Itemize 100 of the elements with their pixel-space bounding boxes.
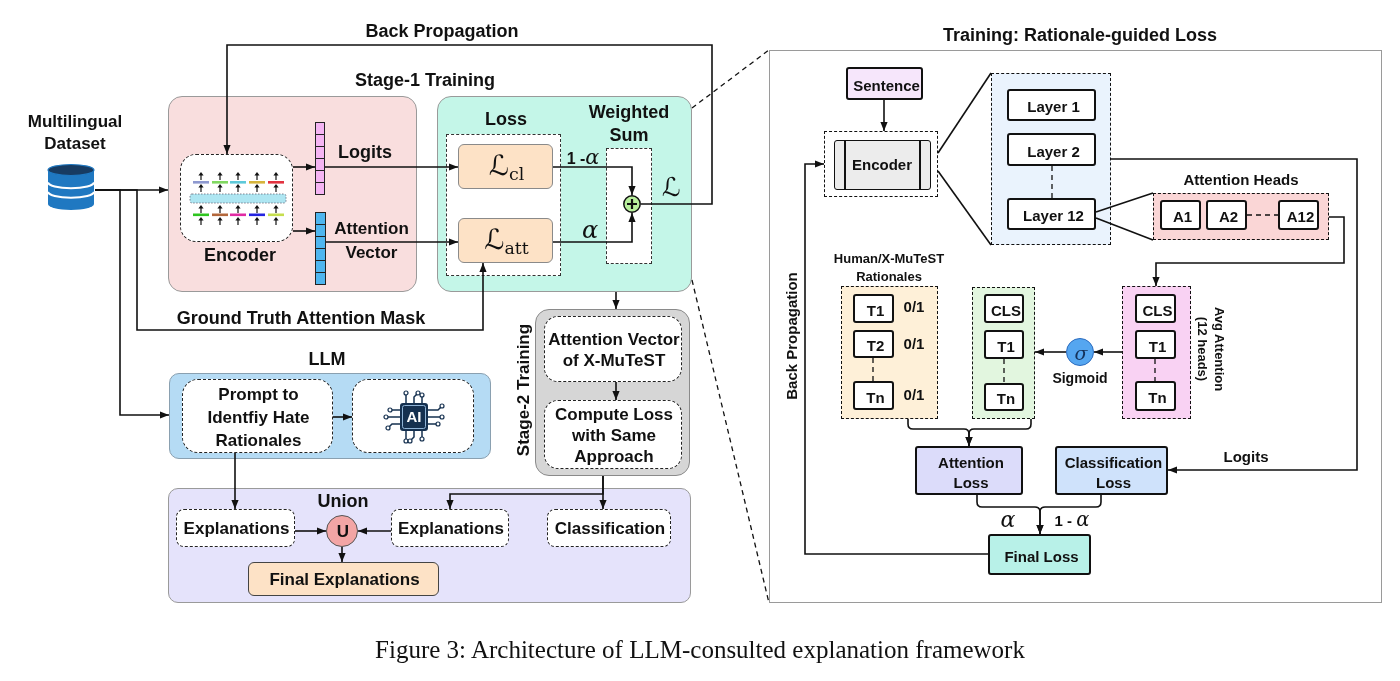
- panel-heading: Loss: [485, 109, 527, 130]
- box-label: T2: [866, 337, 885, 355]
- encoder-panel: [168, 96, 417, 292]
- box-label: Final Loss: [1004, 547, 1079, 565]
- loss-group: [446, 109, 561, 276]
- loss-symbol: ℒ$_{att}$: [484, 222, 529, 256]
- arrow: [325, 238, 459, 246]
- token-box: [1135, 330, 1176, 359]
- arrow: [1034, 348, 1067, 356]
- box-label: A12: [1286, 208, 1315, 226]
- panel-heading: Attention Heads: [1183, 171, 1299, 189]
- box-label: Sentence: [853, 76, 920, 94]
- weighted-sum-group: [606, 148, 652, 264]
- box-label: Layer 12: [1023, 207, 1084, 225]
- union-panel: [168, 488, 691, 603]
- head-box: [1206, 200, 1247, 230]
- arrow: [231, 452, 239, 510]
- llm-panel: [169, 349, 491, 459]
- arrow: [1036, 494, 1102, 535]
- dashed-line: [872, 357, 874, 382]
- box-label: Tn: [866, 388, 885, 406]
- encoder-block: [824, 131, 938, 197]
- loss-term-box: [458, 218, 553, 263]
- box-label: T1: [1148, 337, 1167, 355]
- dataset-label: Multilingual Dataset: [27, 112, 123, 153]
- box-label: Tn: [996, 390, 1016, 408]
- output-box: [176, 509, 295, 547]
- arrow: [324, 163, 459, 171]
- union-symbol: U: [336, 521, 350, 541]
- encoder-label: Encoder: [852, 156, 912, 174]
- panel-heading: Stage-2 Training: [513, 323, 533, 457]
- token-box: [853, 294, 894, 323]
- box-label: CLS: [1142, 301, 1173, 319]
- token-box: [984, 383, 1024, 411]
- arrow: [552, 212, 636, 243]
- edge-label: 1 - α: [1054, 507, 1090, 531]
- layer-box: [1007, 133, 1096, 166]
- database-icon: [47, 164, 95, 210]
- binary-label: 0/1: [903, 335, 925, 353]
- token-box: [1135, 294, 1176, 323]
- binary-label: 0/1: [903, 386, 925, 404]
- arrow: [294, 527, 327, 535]
- layer-box: [1007, 198, 1096, 230]
- vector-label: Attention Vector: [334, 219, 409, 262]
- loss-box: [1055, 446, 1168, 495]
- panel-heading: Weighted Sum: [588, 102, 670, 145]
- token-box: [1135, 381, 1176, 411]
- dashed-line: [1051, 165, 1053, 199]
- process-box: [544, 316, 682, 382]
- token-box: [984, 330, 1024, 359]
- loss-symbol: ℒ$_{cl}$: [488, 148, 525, 182]
- figure-caption: Figure 3: Architecture of LLM-consulted explanation framework: [375, 636, 1025, 664]
- panel-heading: Avg Attention (12 heads): [1195, 306, 1227, 392]
- arrow: [94, 189, 170, 419]
- box-label: Explanations: [183, 518, 290, 538]
- box-label: Compute Loss with Same Approach: [554, 405, 674, 466]
- box-label: Layer 1: [1027, 98, 1080, 116]
- arrow: [223, 44, 713, 205]
- loss-panel: [437, 96, 692, 292]
- connector-line: [937, 170, 992, 246]
- sigmoid-label: Sigmoid: [1052, 370, 1108, 387]
- loss-term-box: [458, 144, 553, 189]
- edge-label: α: [1000, 506, 1016, 532]
- head-box: [1278, 200, 1319, 230]
- arrow: [599, 475, 607, 510]
- arrow: [338, 546, 346, 563]
- arrow: [552, 166, 636, 196]
- vector-label: Logits: [338, 142, 392, 163]
- box-label: Attention Loss: [938, 453, 1004, 491]
- box-label: A1: [1172, 208, 1193, 226]
- sum-circle: [623, 195, 641, 213]
- panel-heading: Union: [317, 491, 369, 512]
- panel-heading: Human/X-MuTeST Rationales: [833, 251, 945, 284]
- box-label: Prompt to Identfiy Hate Rationales: [207, 384, 310, 450]
- box-label: Classification: [554, 518, 666, 538]
- dashed-line: [691, 49, 770, 109]
- box-label: Layer 2: [1027, 142, 1080, 160]
- connector-line: [1095, 192, 1154, 213]
- output-box: [391, 509, 509, 547]
- arrow: [1110, 158, 1358, 474]
- arrow: [292, 227, 316, 235]
- output-box: [547, 509, 671, 547]
- arrow: [357, 527, 392, 535]
- dashed-line: [1246, 214, 1279, 216]
- edge-label: Logits: [1223, 447, 1269, 465]
- arrow: [332, 413, 353, 421]
- box-label: A2: [1218, 208, 1239, 226]
- panel-heading: LLM: [308, 349, 346, 370]
- binary-label: 0/1: [903, 298, 925, 316]
- box-label: Final Explanations: [269, 569, 420, 589]
- arrow: [880, 99, 888, 132]
- logits-vector: [315, 122, 325, 195]
- input-box: [846, 67, 923, 100]
- attention-vector: [315, 212, 326, 285]
- connector-line: [1095, 217, 1154, 241]
- prompt-box: [182, 379, 333, 453]
- encoder-label: Encoder: [204, 245, 276, 266]
- layer-stack: [991, 73, 1111, 245]
- box-label: CLS: [991, 301, 1021, 319]
- arrow: [292, 163, 316, 171]
